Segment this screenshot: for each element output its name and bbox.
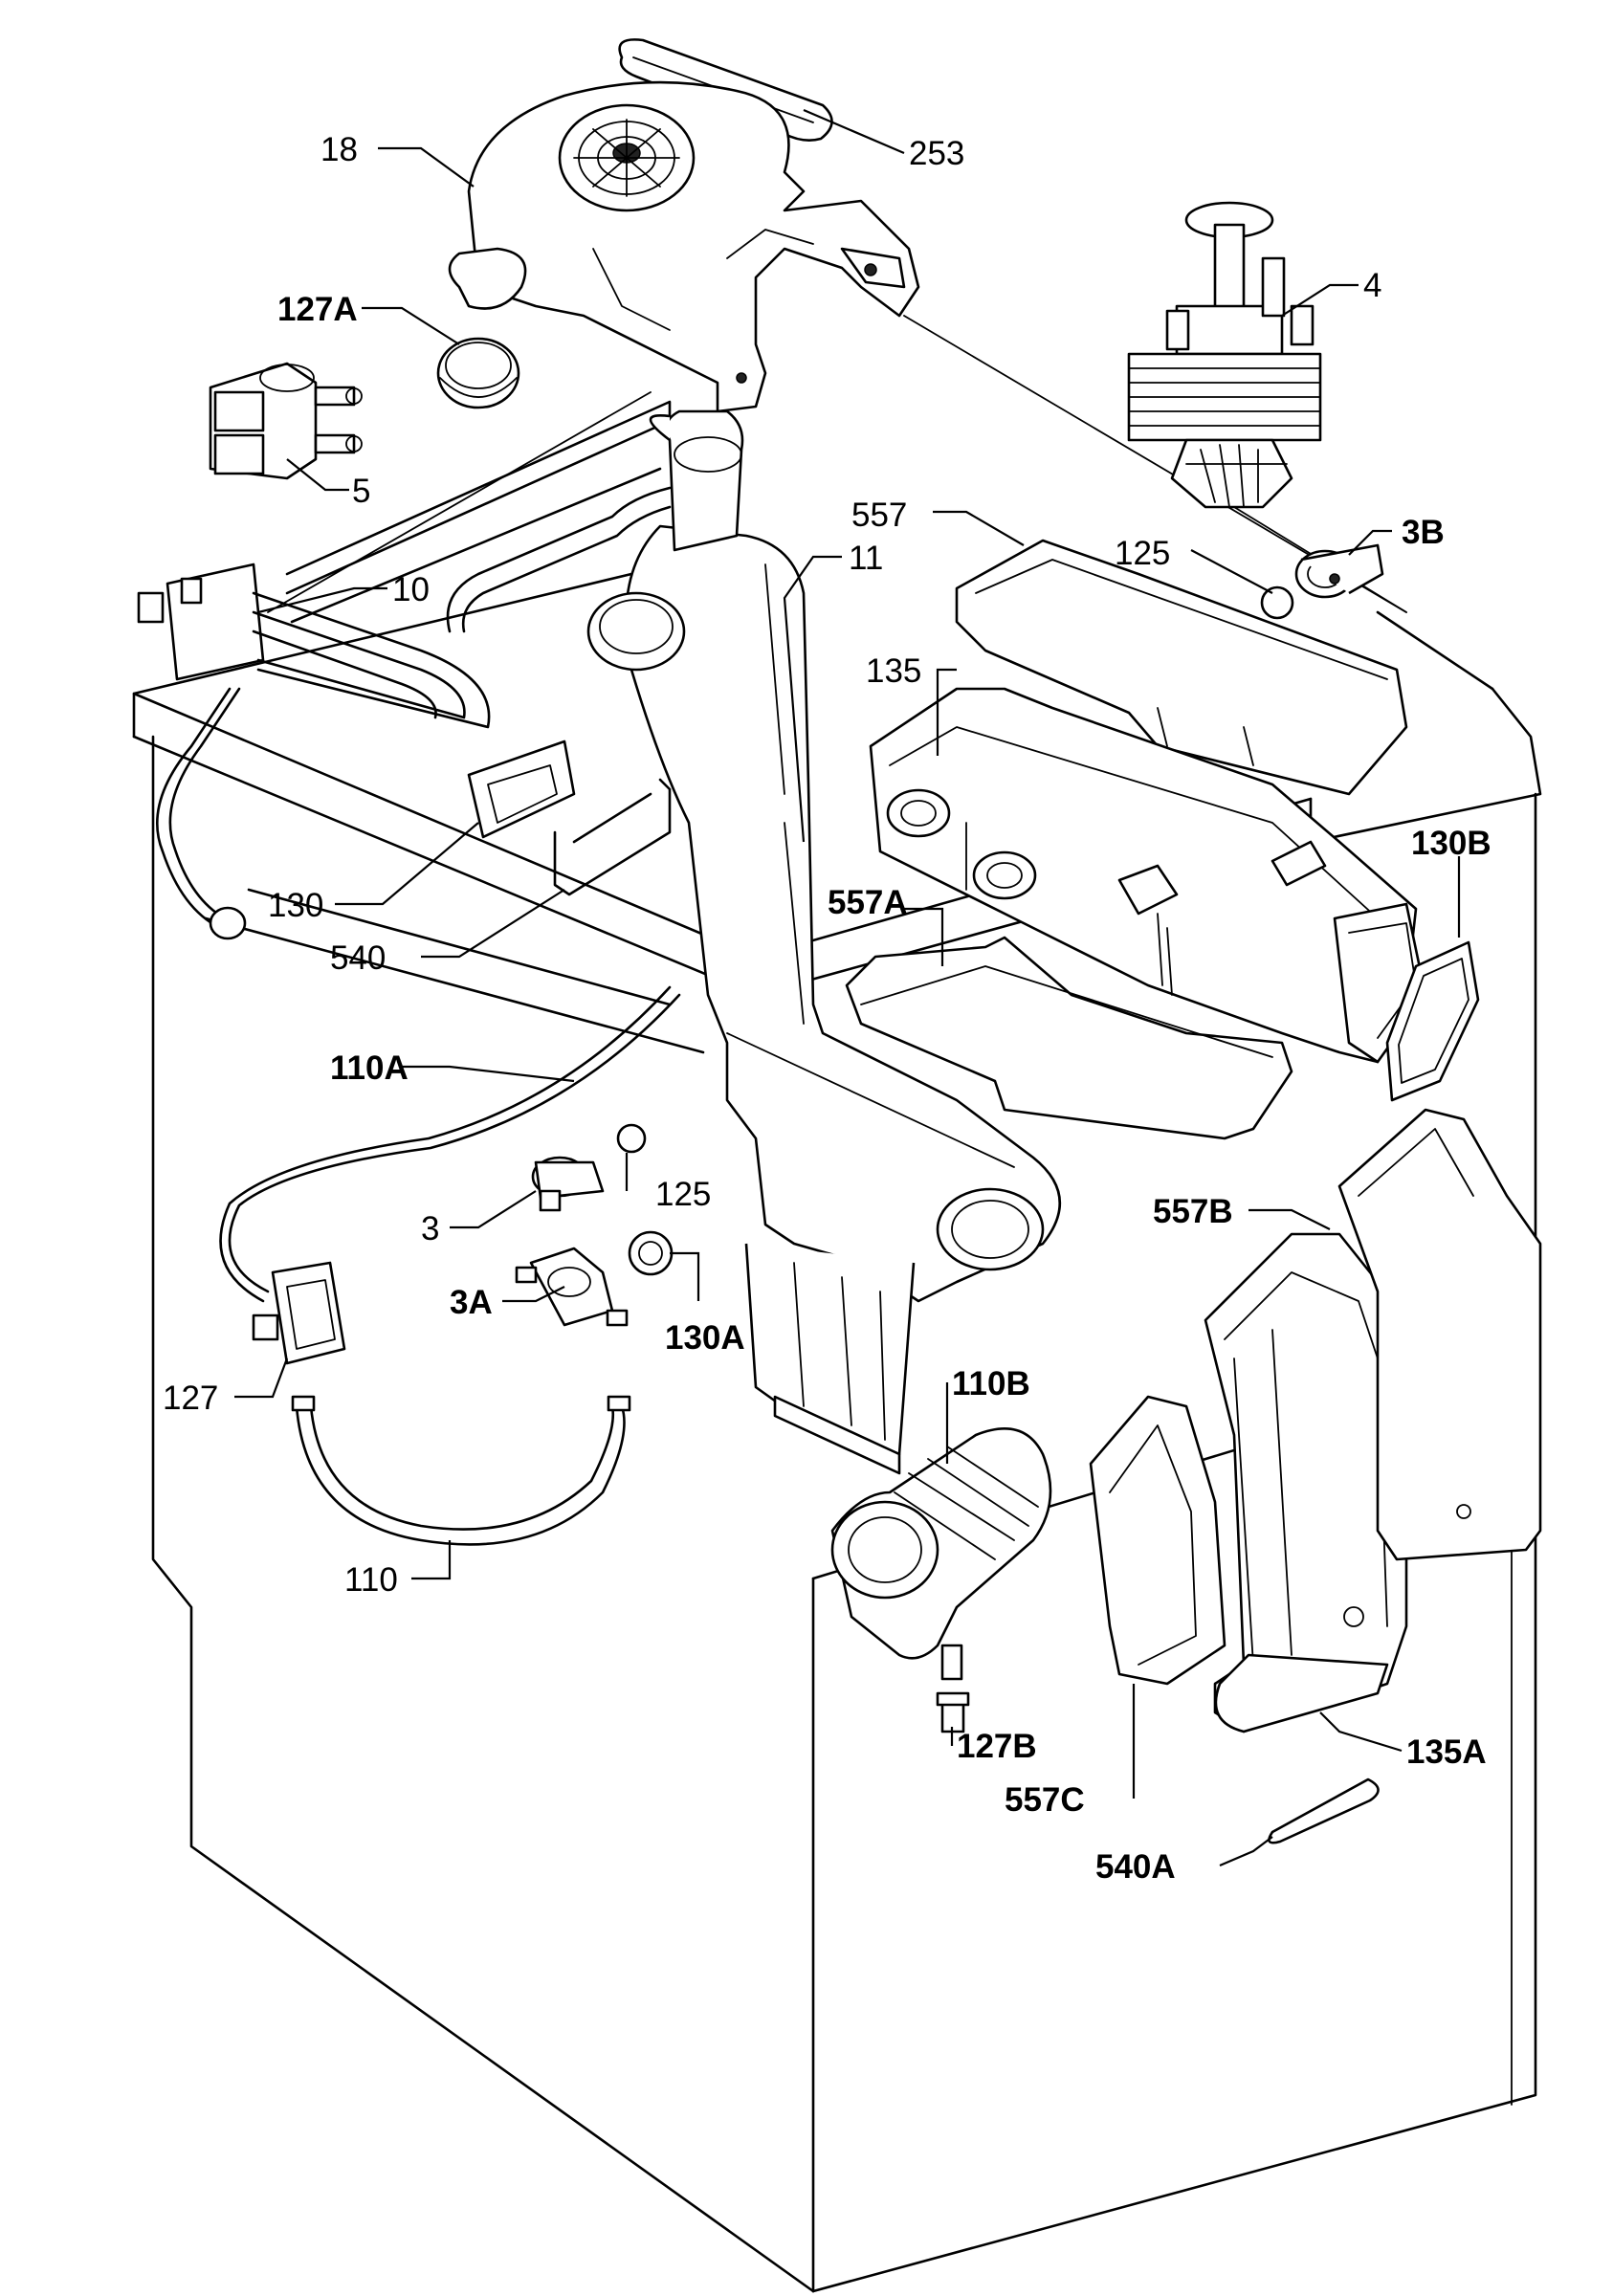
switch-127 [252, 1261, 346, 1365]
label-110A: 110A [330, 1049, 409, 1087]
label-127B: 127B [957, 1728, 1037, 1765]
connector-127B [936, 1691, 970, 1733]
label-125-upper: 125 [1115, 535, 1170, 572]
label-127A: 127A [277, 291, 358, 328]
clip-540A [1268, 1777, 1380, 1844]
label-5: 5 [352, 473, 370, 510]
fan-motor-4 [1127, 201, 1322, 509]
shield-557C [1089, 1395, 1226, 1686]
part-labels: 18 253 127A 4 5 557 3B 125 10 11 135 130… [163, 131, 1491, 1886]
heating-element-10 [137, 400, 672, 940]
hose-110 [291, 1395, 631, 1546]
gasket-130B [1385, 940, 1480, 1102]
hose-110A [219, 985, 681, 1303]
label-540A: 540A [1095, 1848, 1176, 1886]
grommet-130A [628, 1230, 674, 1276]
label-130B: 130B [1411, 825, 1491, 862]
label-11: 11 [849, 540, 883, 577]
bellows-110B [830, 1427, 1052, 1681]
label-540: 540 [330, 939, 386, 977]
label-557: 557 [851, 497, 907, 534]
label-557C: 557C [1005, 1781, 1085, 1819]
label-110B: 110B [952, 1365, 1030, 1402]
cover-557 [955, 539, 1408, 796]
label-125-lower: 125 [655, 1176, 711, 1213]
label-18: 18 [320, 131, 358, 168]
o-ring-125-lower [616, 1123, 647, 1154]
leader-lines [234, 108, 1461, 1867]
cover-557A [845, 936, 1293, 1140]
label-135A: 135A [1406, 1733, 1487, 1771]
label-557B: 557B [1153, 1193, 1233, 1230]
thermostat-3A [515, 1247, 629, 1327]
label-3: 3 [421, 1210, 439, 1247]
label-253: 253 [909, 135, 964, 172]
label-3A: 3A [450, 1284, 493, 1321]
blower-housing-18 [448, 80, 920, 413]
label-130: 130 [268, 887, 323, 924]
label-10: 10 [392, 571, 430, 608]
bracket-540 [553, 778, 672, 896]
duct-135A [1204, 1232, 1408, 1733]
cover-557B [1337, 1108, 1542, 1561]
main-duct-11 [446, 409, 1062, 1475]
thermostat-3B [1294, 543, 1384, 599]
o-ring-125-upper [1260, 585, 1294, 620]
label-130A: 130A [665, 1319, 745, 1357]
gasket-130 [467, 740, 576, 839]
label-135: 135 [866, 652, 921, 690]
label-127: 127 [163, 1380, 218, 1417]
label-4: 4 [1363, 267, 1381, 304]
guide-line-left [267, 391, 652, 613]
water-valve-5 [209, 362, 363, 480]
thermostat-3 [531, 1156, 605, 1212]
seal-ring-127A [436, 337, 520, 409]
label-110: 110 [344, 1561, 398, 1599]
label-557A: 557A [828, 884, 908, 921]
heater-duct-135 [869, 687, 1427, 1064]
label-3B: 3B [1402, 514, 1445, 551]
